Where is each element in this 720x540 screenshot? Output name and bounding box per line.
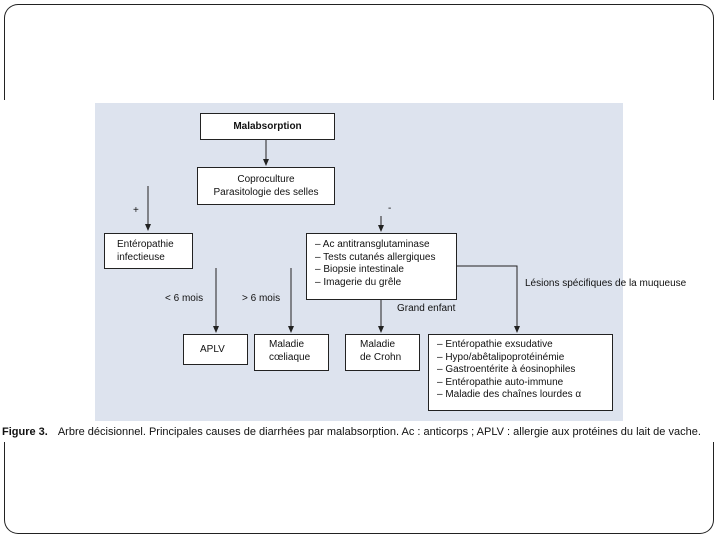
edge-label-minus: - bbox=[388, 203, 392, 214]
figure-caption: Figure 3. Arbre décisionnel. Principales … bbox=[2, 426, 718, 438]
aplv-node: APLV bbox=[183, 334, 248, 365]
crohn-line: Maladie bbox=[360, 339, 396, 350]
lesions-item: – Maladie des chaînes lourdes α bbox=[437, 389, 582, 400]
lesions-item: – Entéropathie auto-immune bbox=[437, 376, 564, 388]
lesions-label-line: spécifiques de la bbox=[562, 278, 637, 289]
older-child-line: enfant bbox=[427, 303, 456, 314]
edge-label-under-6-months: < 6 mois bbox=[165, 293, 204, 304]
infectious-node: Entéropathie infectieuse bbox=[104, 233, 193, 269]
root-node: Malabsorption bbox=[200, 113, 335, 140]
coproculture-node: Coproculture Parasitologie des selles bbox=[197, 167, 335, 205]
aplv-label: APLV bbox=[200, 344, 225, 355]
infectious-line: Entéropathie bbox=[117, 239, 174, 250]
edge-label-plus: + bbox=[133, 205, 139, 216]
tests-item: – Ac antitransglutaminase bbox=[315, 239, 430, 250]
celiac-line: cœliaque bbox=[269, 351, 311, 363]
coproculture-line: Parasitologie des selles bbox=[213, 186, 319, 198]
celiac-node: Maladie cœliaque bbox=[254, 334, 329, 371]
slide-frame-bottom bbox=[4, 442, 714, 534]
lesions-label-line: muqueuse bbox=[639, 278, 687, 289]
lesions-item: – Gastroentérite à éosinophiles bbox=[437, 364, 576, 375]
tests-item: – Imagerie du grêle bbox=[315, 276, 402, 288]
crohn-node: Maladie de Crohn bbox=[345, 334, 420, 371]
caption-label: Figure 3. bbox=[2, 426, 48, 438]
edge-label-older-child: Grand enfant bbox=[397, 303, 455, 316]
lesions-list-node: – Entéropathie exsudative – Hypo/abêtali… bbox=[428, 334, 613, 411]
tests-item: – Biopsie intestinale bbox=[315, 264, 404, 275]
edge-label-lesions: Lésions spécifiques de la muqueuse bbox=[525, 278, 686, 291]
lesions-item: – Entéropathie exsudative bbox=[437, 339, 553, 350]
celiac-line: Maladie bbox=[269, 339, 305, 350]
coproculture-line: Coproculture bbox=[237, 174, 295, 185]
tests-item: – Tests cutanés allergiques bbox=[315, 251, 436, 263]
tests-node: – Ac antitransglutaminase – Tests cutané… bbox=[306, 233, 457, 300]
caption-text: Arbre décisionnel. Principales causes de… bbox=[57, 426, 701, 438]
arrow-tests-to-lesions bbox=[456, 265, 520, 333]
crohn-line: de Crohn bbox=[360, 351, 402, 363]
lesions-label-line: Lésions bbox=[525, 278, 560, 289]
older-child-line: Grand bbox=[397, 303, 425, 314]
lesions-item: – Hypo/abêtalipoprotéinémie bbox=[437, 351, 565, 363]
infectious-line: infectieuse bbox=[117, 251, 165, 263]
edge-label-over-6-months: > 6 mois bbox=[242, 293, 281, 304]
root-node-label: Malabsorption bbox=[233, 121, 302, 132]
slide-frame-top bbox=[4, 4, 714, 100]
